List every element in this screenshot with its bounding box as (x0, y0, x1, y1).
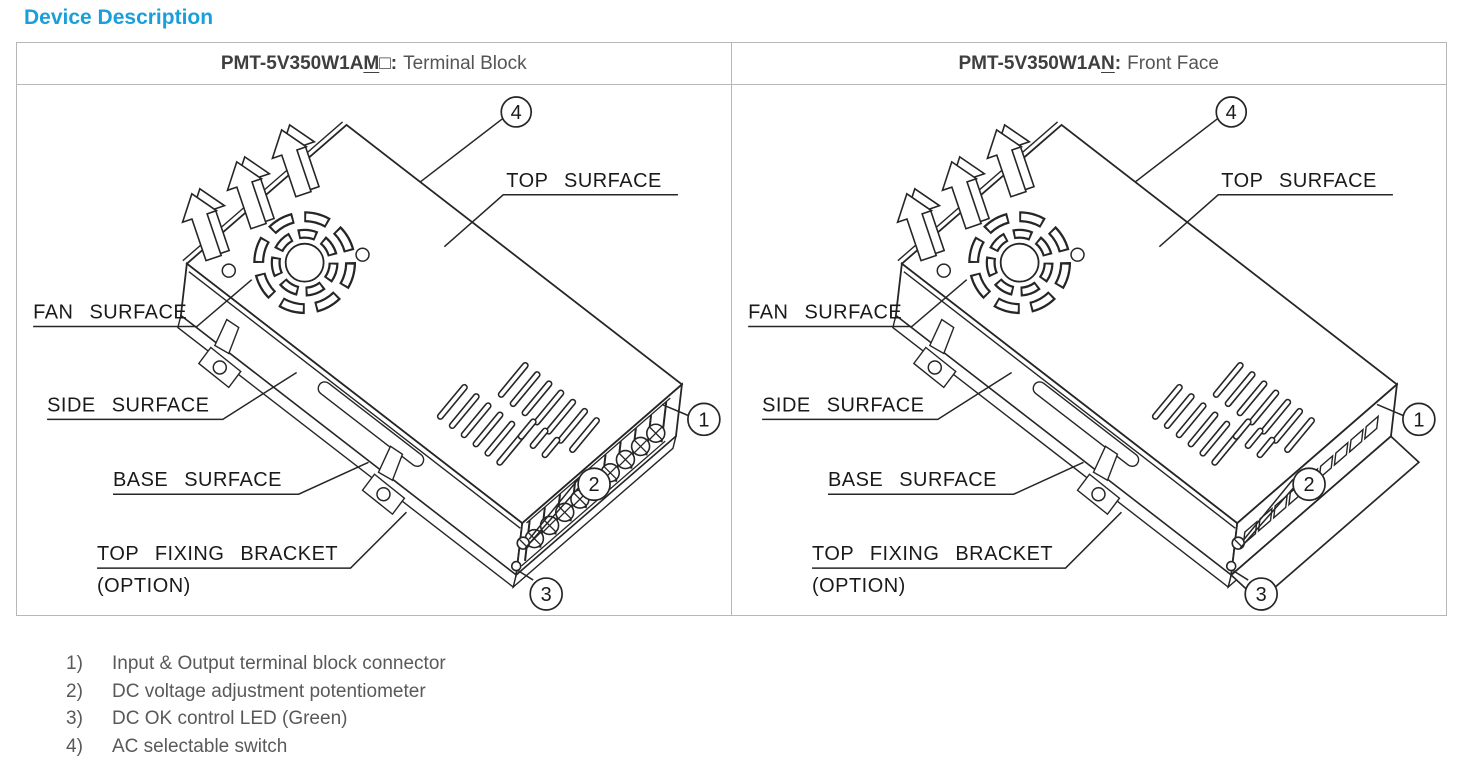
fixing-bracket-upper (912, 318, 957, 389)
panel-subtitle: Terminal Block (403, 52, 527, 74)
side-surface-label: SIDE SURFACE (762, 394, 924, 416)
panel-header-front-face: PMT-5V350W1AN: Front Face (731, 43, 1446, 85)
front-face-lip (512, 434, 678, 590)
panel-header-terminal-block: PMT-5V350W1AM□: Terminal Block (17, 43, 732, 85)
vent-slots (1151, 361, 1315, 466)
fixing-bracket-lower (1076, 445, 1120, 516)
top-surface-label: TOP SURFACE (506, 170, 662, 192)
vent-slots (436, 361, 600, 466)
fan-grill (221, 211, 370, 315)
option-label: (OPTION) (812, 575, 906, 597)
side-surface-label: SIDE SURFACE (47, 394, 209, 416)
base-surface-label: BASE SURFACE (113, 469, 282, 491)
legend-item: 4) AC selectable switch (66, 735, 288, 757)
dc-ok-led (1225, 560, 1237, 572)
svg-text:1: 1 (698, 409, 709, 431)
top-surface-label: TOP SURFACE (1221, 170, 1377, 192)
fan-screw-hole (1069, 247, 1085, 262)
fixing-bracket-lower (361, 445, 406, 516)
callout-2-badge: 2 (1291, 467, 1326, 502)
callout-4-badge: 4 (1214, 96, 1247, 128)
table-header-row: PMT-5V350W1AM□: Terminal Block PMT-5V350… (17, 43, 1446, 85)
top-fixing-bracket-label: TOP FIXING BRACKET (812, 543, 1053, 565)
fan-grill (936, 211, 1085, 315)
psu-isometric-drawing: FAN SURFACE SIDE SURFACE BASE SURFACE TO… (747, 96, 1436, 611)
drawing-front-face: FAN SURFACE SIDE SURFACE BASE SURFACE TO… (732, 85, 1447, 615)
fan-screw-hole (221, 263, 237, 278)
side-panel-cutout (1032, 381, 1139, 468)
svg-text:2: 2 (1303, 474, 1314, 496)
svg-text:3: 3 (541, 584, 552, 606)
option-label: (OPTION) (97, 575, 191, 597)
legend-item: 1) Input & Output terminal block connect… (66, 653, 446, 674)
fan-screw-hole (936, 263, 951, 278)
callout-3-badge: 3 (1243, 577, 1278, 611)
page-title: Device Description (24, 6, 214, 29)
callout-1-badge: 1 (1401, 402, 1436, 437)
psu-isometric-drawing: FAN SURFACE SIDE SURFACE BASE SURFACE TO… (33, 96, 721, 611)
side-panel-cutout (317, 381, 425, 468)
fan-screw-hole (355, 247, 370, 262)
callout-legend: 1) Input & Output terminal block connect… (66, 650, 1469, 760)
table-body-row: FAN SURFACE SIDE SURFACE BASE SURFACE TO… (17, 85, 1446, 615)
callout-1-badge: 1 (687, 402, 721, 437)
model-name: PMT-5V350W1AM□: (220, 52, 398, 74)
airflow-arrows (181, 123, 321, 262)
drawing-terminal-block: FAN SURFACE SIDE SURFACE BASE SURFACE TO… (17, 85, 732, 615)
svg-text:4: 4 (1225, 102, 1236, 124)
callout-4-badge: 4 (500, 96, 533, 128)
callout-3-badge: 3 (529, 577, 563, 611)
callout-2-badge: 2 (577, 467, 611, 502)
base-surface-label: BASE SURFACE (827, 469, 996, 491)
device-description-table: PMT-5V350W1AM□: Terminal Block PMT-5V350… (16, 42, 1447, 616)
airflow-arrows (895, 123, 1035, 262)
fan-surface-label: FAN SURFACE (33, 302, 187, 324)
top-fixing-bracket-label: TOP FIXING BRACKET (97, 543, 338, 565)
svg-text:4: 4 (511, 102, 522, 124)
panel-subtitle: Front Face (1127, 52, 1219, 74)
svg-text:1: 1 (1413, 409, 1424, 431)
front-face-detail (1225, 414, 1420, 603)
leader-lines (747, 118, 1403, 581)
legend-item: 3) DC OK control LED (Green) (66, 708, 348, 729)
model-name: PMT-5V350W1AN: (958, 52, 1122, 74)
legend-item: 2) DC voltage adjustment potentiometer (66, 680, 426, 702)
fixing-bracket-upper (197, 318, 242, 389)
dc-ok-led (510, 560, 522, 572)
svg-text:2: 2 (589, 474, 600, 496)
svg-text:3: 3 (1255, 584, 1266, 606)
fan-surface-label: FAN SURFACE (748, 302, 902, 324)
leader-lines (33, 118, 689, 581)
